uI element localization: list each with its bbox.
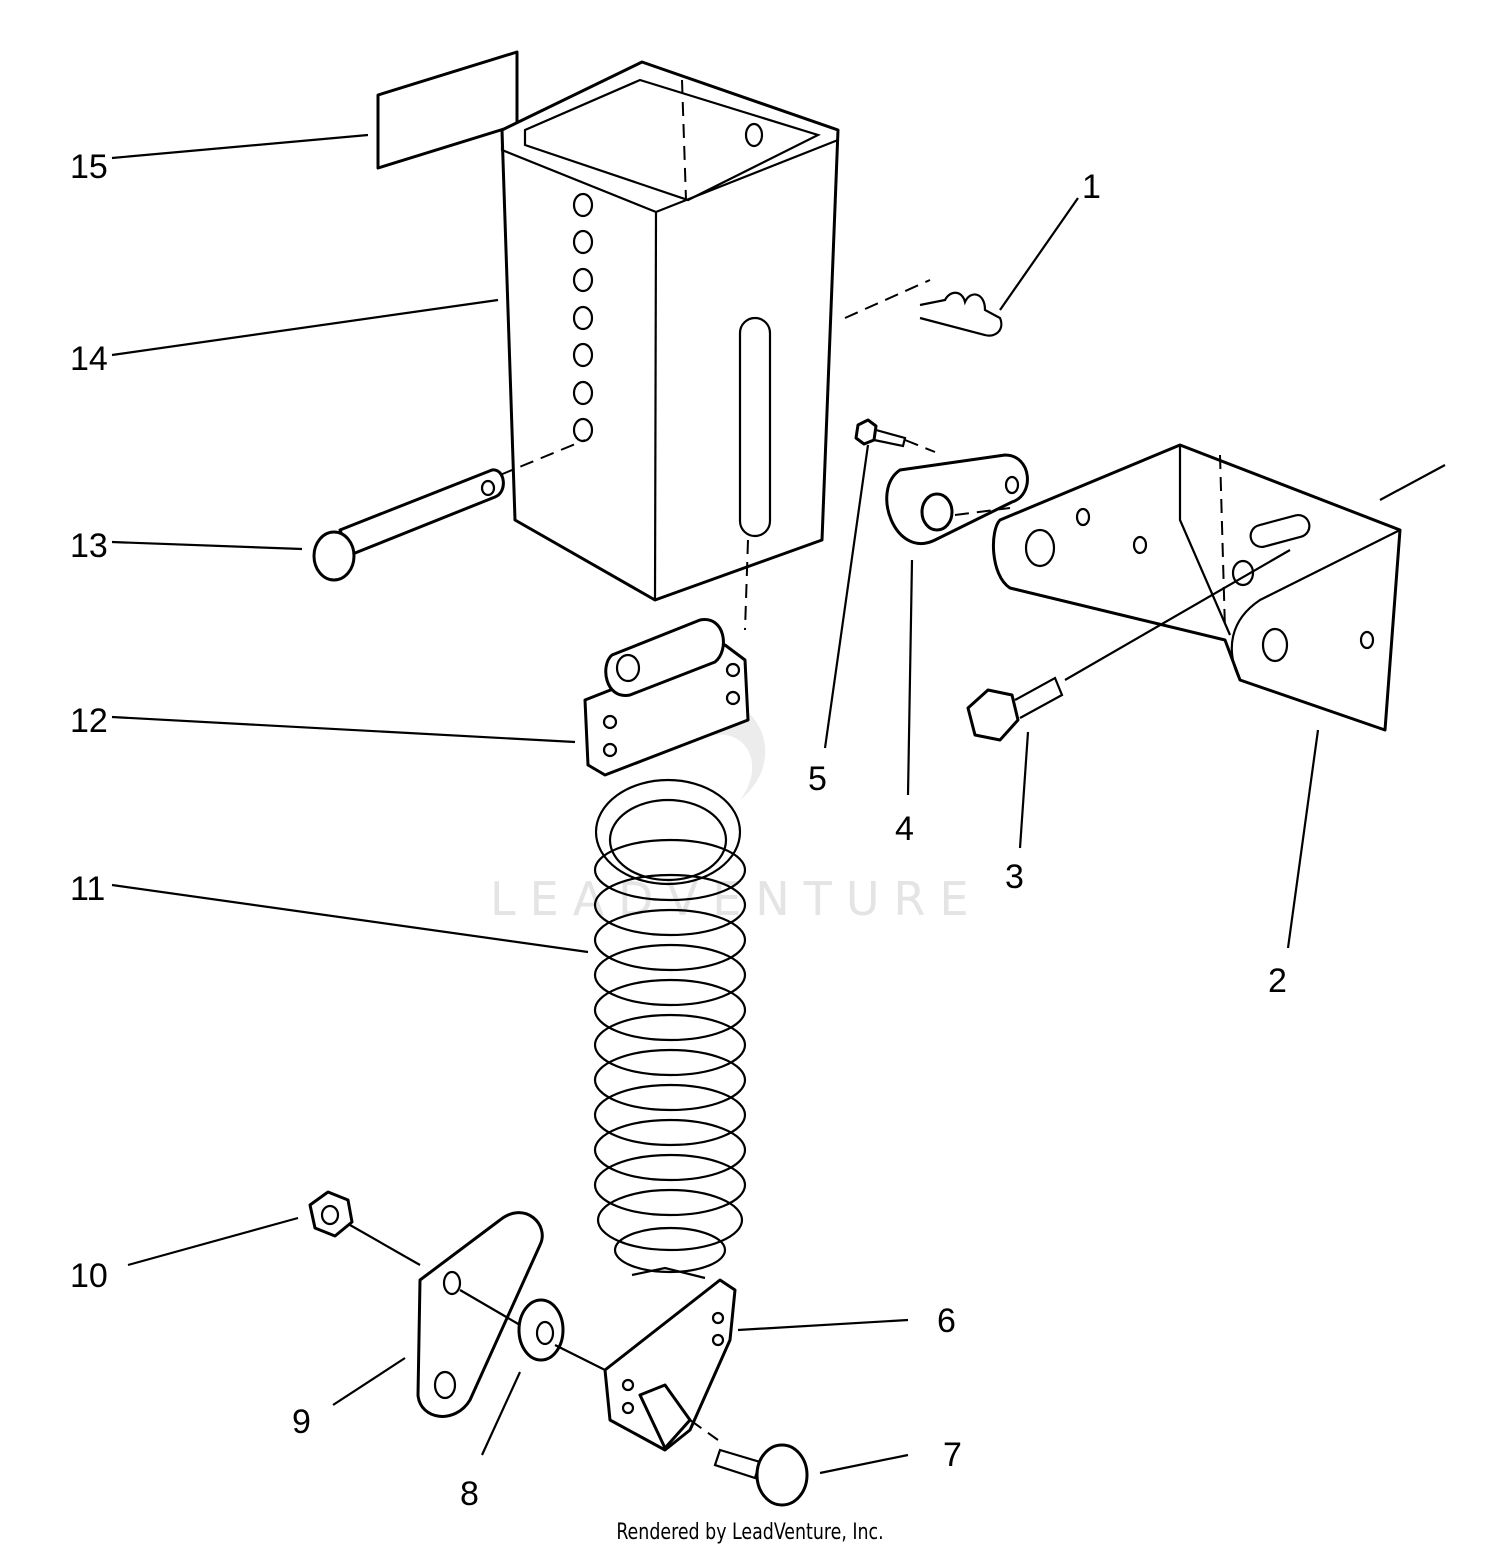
callout-6: 6 xyxy=(937,1302,956,1340)
part-10-lock-nut xyxy=(308,1190,421,1266)
callout-11: 11 xyxy=(70,870,105,908)
callout-7: 7 xyxy=(943,1436,962,1474)
part-13-clevis-pin xyxy=(312,439,586,582)
part-5-screw xyxy=(854,418,936,453)
callout-12: 12 xyxy=(70,702,108,740)
callout-14: 14 xyxy=(70,340,108,378)
part-1-hair-pin-clip xyxy=(844,279,1003,337)
part-15-decal xyxy=(376,50,519,170)
callout-13: 13 xyxy=(70,527,108,565)
callout-15: 15 xyxy=(70,148,108,186)
callout-5: 5 xyxy=(808,760,827,798)
callout-labels: 1 2 3 4 5 6 7 8 9 10 11 12 13 14 15 xyxy=(70,148,1287,1513)
part-3-hex-bolt xyxy=(966,549,1291,742)
part-2-mounting-bracket xyxy=(991,443,1446,732)
part-7-bolt xyxy=(689,1419,809,1507)
part-4-pivot-plate xyxy=(885,453,1029,545)
callout-1: 1 xyxy=(1082,168,1101,206)
callout-9: 9 xyxy=(292,1403,311,1441)
part-8-washer xyxy=(517,1298,606,1371)
watermark: LEADVENTURE xyxy=(490,699,983,926)
callout-10: 10 xyxy=(70,1257,108,1295)
part-9-spring-plate xyxy=(416,1211,544,1418)
leader-lines xyxy=(111,133,1320,1475)
callout-4: 4 xyxy=(895,810,914,848)
callout-2: 2 xyxy=(1268,962,1287,1000)
watermark-text: LEADVENTURE xyxy=(490,872,983,926)
part-12-hinge-bracket xyxy=(583,618,750,777)
render-credit: Rendered by LeadVenture, Inc. xyxy=(616,1520,884,1545)
adjust-holes xyxy=(572,192,594,443)
callout-8: 8 xyxy=(460,1475,479,1513)
part-14-square-tube xyxy=(500,60,840,631)
callout-3: 3 xyxy=(1005,858,1024,896)
part-11-coil-spring xyxy=(593,778,747,1274)
part-6-lower-bracket xyxy=(603,1266,737,1452)
